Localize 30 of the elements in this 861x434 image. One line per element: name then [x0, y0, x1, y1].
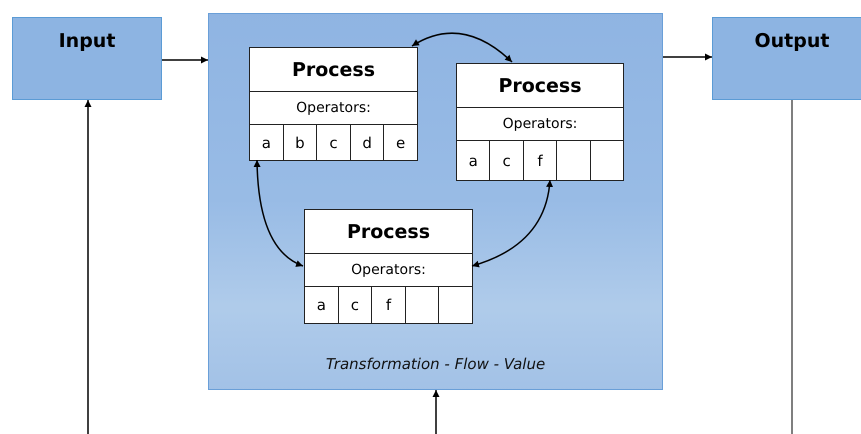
operator-cell: f: [522, 140, 556, 180]
operator-cell: c: [489, 140, 523, 180]
operator-cell: e: [383, 124, 417, 160]
operator-cell: a: [457, 140, 490, 180]
box-title: Input: [58, 30, 116, 52]
arrow: [472, 180, 553, 268]
empty-operator-cell: [438, 286, 472, 323]
operator-cell: b: [282, 124, 316, 160]
empty-operator-cell: [590, 140, 624, 180]
input-output-box: [712, 17, 861, 100]
panel-caption: Transformation - Flow - Value: [324, 355, 546, 373]
arrow: [162, 56, 208, 64]
empty-operator-cell: [404, 286, 438, 323]
operator-cell: f: [371, 286, 405, 323]
empty-operator-cell: [556, 140, 590, 180]
box-title: Output: [754, 30, 830, 52]
process-box: [456, 63, 624, 181]
process-box: [304, 209, 473, 324]
arrow: [412, 32, 512, 63]
input-output-box: [12, 17, 162, 100]
system-panel: [208, 13, 663, 390]
arrow: [254, 160, 304, 267]
arrow: [432, 390, 440, 434]
arrow: [663, 54, 712, 60]
operator-cell: c: [338, 286, 372, 323]
operator-cell: c: [316, 124, 350, 160]
operator-cell: d: [350, 124, 384, 160]
process-box: [249, 47, 418, 161]
arrow: [84, 100, 92, 434]
connector-line: [791, 100, 793, 434]
